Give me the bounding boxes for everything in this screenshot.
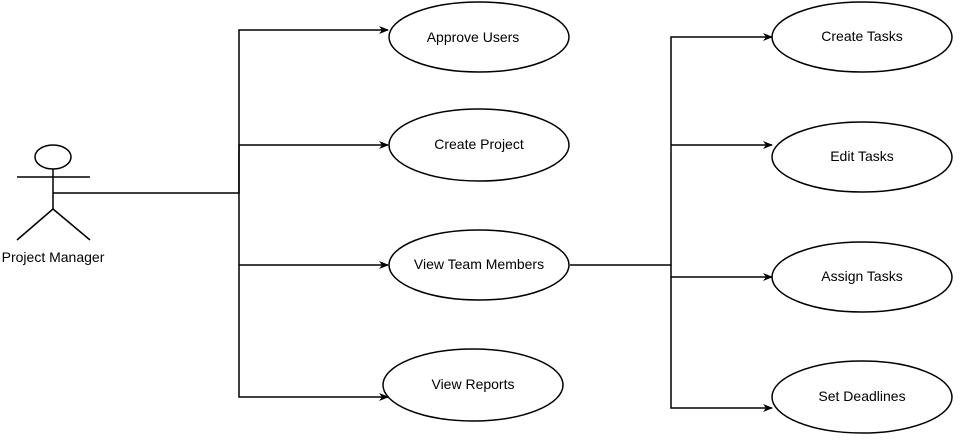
use-case-label: Assign Tasks: [821, 268, 902, 284]
edge-actor-create-project: [238, 141, 389, 193]
use-case-label: Create Project: [434, 136, 524, 152]
stick-figure-icon: [16, 144, 91, 241]
team-connectors: [570, 33, 773, 412]
use-case-label: Create Tasks: [821, 28, 902, 44]
use-case-create-tasks[interactable]: Create Tasks: [771, 1, 953, 73]
actor-label: Project Manager: [2, 249, 105, 265]
use-case-create-project[interactable]: Create Project: [388, 108, 570, 182]
edge-actor-view-team-members: [238, 193, 389, 269]
edge-actor-approve-users: [53, 26, 389, 194]
actor-connectors: [53, 26, 389, 401]
use-case-view-team-members[interactable]: View Team Members: [388, 229, 570, 301]
use-case-label: Edit Tasks: [830, 148, 894, 164]
use-case-approve-users[interactable]: Approve Users: [388, 1, 570, 73]
use-case-set-deadlines[interactable]: Set Deadlines: [771, 360, 953, 434]
use-case-label: Set Deadlines: [818, 388, 905, 404]
actor-project-manager[interactable]: Project Manager: [2, 144, 105, 265]
edge-team-create-tasks: [570, 33, 773, 266]
use-case-label: Approve Users: [427, 29, 520, 45]
use-case-assign-tasks[interactable]: Assign Tasks: [771, 241, 953, 313]
use-case-label: View Team Members: [414, 256, 544, 272]
edge-team-set-deadlines: [670, 277, 773, 412]
use-case-edit-tasks[interactable]: Edit Tasks: [771, 121, 953, 193]
edge-actor-view-reports: [238, 265, 389, 401]
edge-team-assign-tasks: [670, 265, 773, 281]
use-case-view-reports[interactable]: View Reports: [382, 348, 564, 422]
use-case-label: View Reports: [431, 376, 514, 392]
